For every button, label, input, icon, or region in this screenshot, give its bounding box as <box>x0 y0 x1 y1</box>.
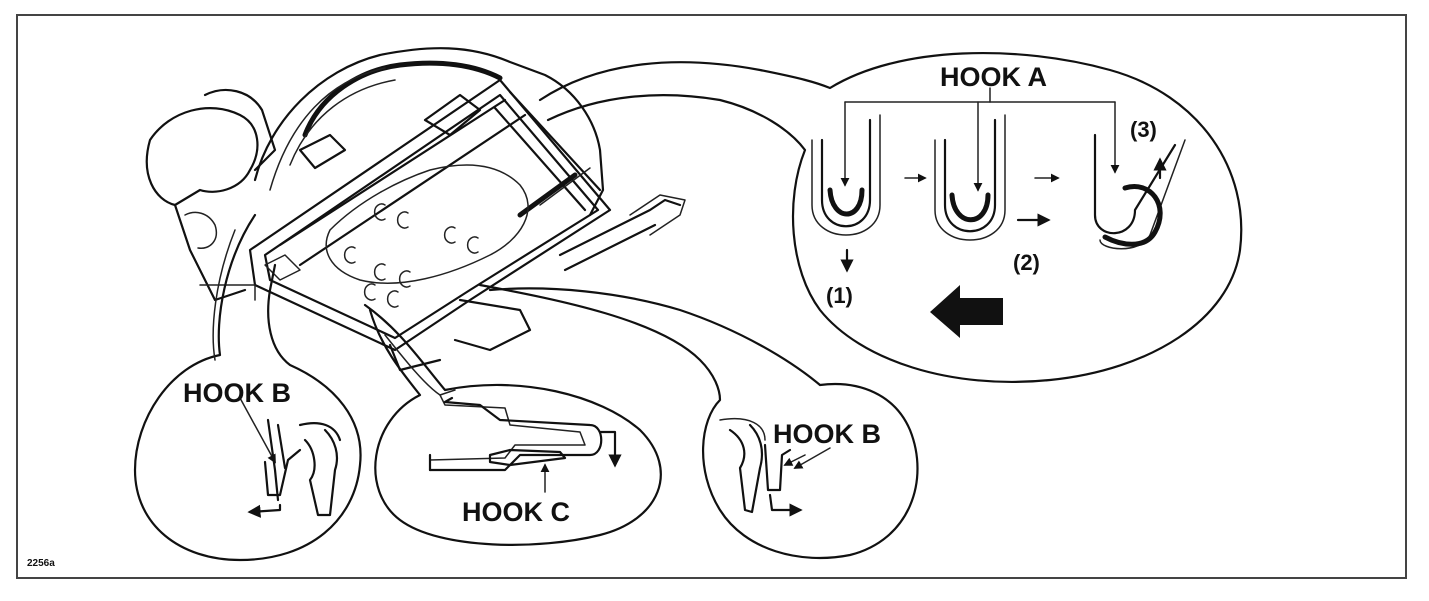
step-2-label: (2) <box>1013 250 1040 275</box>
diagram-frame <box>16 14 1407 579</box>
hook-a-callout <box>538 51 1243 384</box>
step-1-label: (1) <box>826 283 853 308</box>
direction-arrow <box>930 285 1003 338</box>
seat-cushion-illustration <box>145 47 686 372</box>
hook-b-left-callout <box>133 213 362 562</box>
hook-b-left-label: HOOK B <box>183 378 291 408</box>
hook-c-label: HOOK C <box>462 497 570 527</box>
hook-a-label: HOOK A <box>940 62 1047 92</box>
reference-code: 2256a <box>27 558 55 569</box>
hook-b-right-label: HOOK B <box>773 419 881 449</box>
hook-b-right-callout <box>478 283 919 560</box>
step-3-label: (3) <box>1130 117 1157 142</box>
hook-c-callout <box>363 303 662 546</box>
